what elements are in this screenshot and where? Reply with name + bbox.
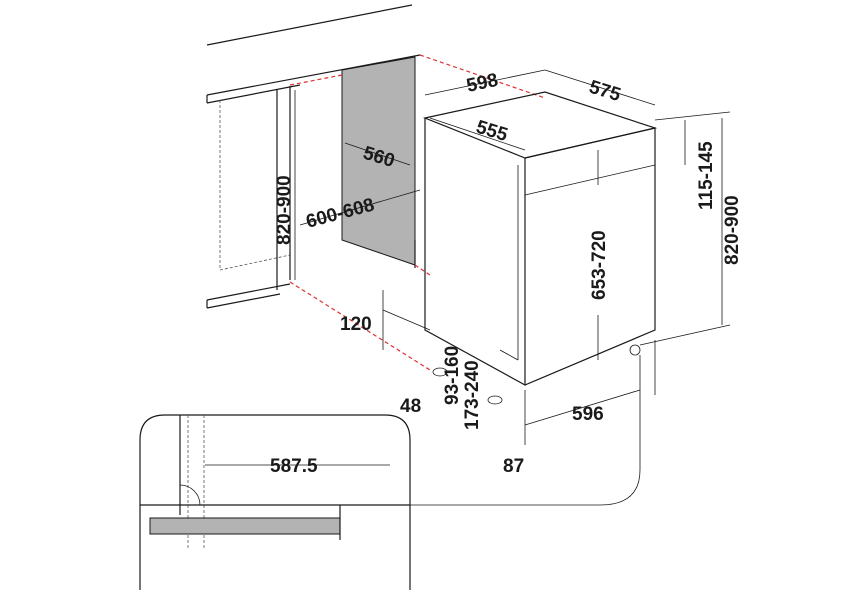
label-niche-height-left: 820-900 (274, 175, 295, 245)
detail-panel (149, 517, 341, 535)
label-depth-top: 575 (587, 77, 624, 106)
label-foot-front: 93-160 (442, 346, 463, 405)
niche-guides (289, 54, 546, 371)
label-foot-rear: 173-240 (462, 360, 483, 430)
dishwasher (422, 91, 658, 405)
detail-inset: 587.5 (139, 355, 641, 590)
label-foot-offset: 48 (400, 396, 421, 417)
label-depth-inner: 555 (474, 117, 511, 146)
label-side-offset: 87 (503, 456, 524, 477)
kitchen-cabinet (206, 4, 421, 309)
label-door-height: 653-720 (589, 230, 610, 300)
label-plinth-height: 120 (340, 314, 372, 335)
dimension-lines (294, 69, 731, 445)
label-top-gap: 115-145 (696, 141, 717, 210)
label-width-bottom: 596 (572, 404, 604, 425)
label-width-top: 598 (465, 70, 500, 97)
label-detail-width: 587.5 (270, 456, 318, 477)
label-height-right: 820-900 (722, 195, 743, 265)
